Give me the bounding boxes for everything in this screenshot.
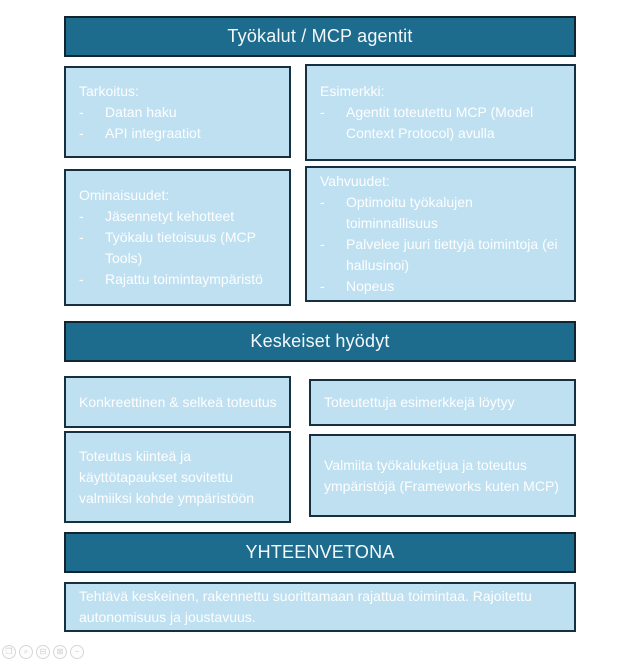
section-header-tools-label: Työkalut / MCP agentit — [227, 26, 413, 46]
box-benefit-fixed-implementation: Toteutus kiinteä ja käyttötapaukset sovi… — [64, 431, 291, 523]
section-header-summary: YHTEENVETONA — [64, 532, 576, 573]
bullet-item: -Palvelee juuri tiettyjä toimintoja (ei … — [320, 236, 558, 273]
viewer-toolbar: ❐ ⌕ ⊟ ⊠ − — [2, 645, 84, 659]
box-esimerkki-bullets: -Agentit toteutettu MCP (Model Context P… — [320, 102, 564, 144]
copy-icon[interactable]: ❐ — [2, 645, 16, 659]
box-summary-text: Tehtävä keskeinen, rakennettu suorittama… — [79, 588, 532, 625]
bullet-item: -Nopeus — [320, 278, 395, 294]
section-header-benefits: Keskeiset hyödyt — [64, 321, 576, 362]
box-ominaisuudet-title: Ominaisuudet: — [79, 187, 170, 203]
section-header-benefits-label: Keskeiset hyödyt — [250, 331, 390, 351]
box-benefit-toolchains: Valmiita työkaluketjua ja toteutus ympär… — [309, 434, 576, 517]
section-header-tools: Työkalut / MCP agentit — [64, 16, 576, 57]
bullet-item: -Agentit toteutettu MCP (Model Context P… — [320, 104, 534, 141]
bullet-item: -API integraatiot — [79, 124, 201, 141]
image-box-icon[interactable]: ⊠ — [53, 645, 67, 659]
section-header-summary-label: YHTEENVETONA — [245, 542, 395, 562]
box-benefit-concrete: Konkreettinen & selkeä toteutus — [64, 376, 291, 428]
box-tarkoitus-title: Tarkoitus: — [79, 82, 139, 99]
box-esimerkki: Esimerkki: -Agentit toteutettu MCP (Mode… — [305, 64, 576, 161]
box-summary: Tehtävä keskeinen, rakennettu suorittama… — [64, 582, 576, 632]
minus-icon[interactable]: − — [70, 645, 84, 659]
bullet-item: -Jäsennetyt kehotteet — [79, 208, 235, 224]
box-benefit-concrete-text: Konkreettinen & selkeä toteutus — [79, 393, 277, 410]
box-benefit-examples-text: Toteutettuja esimerkkejä löytyy — [324, 394, 515, 410]
bullet-item: -Rajattu toimintaympäristö — [79, 271, 263, 287]
box-tarkoitus-bullets: -Datan haku -API integraatiot — [79, 102, 279, 144]
box-benefit-fixed-implementation-text: Toteutus kiinteä ja käyttötapaukset sovi… — [79, 447, 255, 506]
box-vahvuudet: Vahvuudet: -Optimoitu työkalujen toiminn… — [305, 166, 576, 302]
box-ominaisuudet: Ominaisuudet: -Jäsennetyt kehotteet -Työk… — [64, 169, 291, 306]
zoom-icon[interactable]: ⌕ — [19, 645, 33, 659]
bullet-item: -Työkalu tietoisuus (MCP Tools) — [79, 229, 256, 266]
box-benefit-toolchains-text: Valmiita työkaluketjua ja toteutus ympär… — [324, 456, 559, 494]
bullet-item: -Optimoitu työkalujen toiminnallisuus — [320, 194, 473, 231]
box-esimerkki-title: Esimerkki: — [320, 83, 385, 99]
bullet-item: -Datan haku — [79, 103, 177, 120]
box-vahvuudet-title: Vahvuudet: — [320, 173, 390, 189]
box-vahvuudet-bullets: -Optimoitu työkalujen toiminnallisuus -Pa… — [320, 192, 564, 297]
box-tarkoitus: Tarkoitus: -Datan haku -API integraatiot — [64, 66, 291, 158]
save-box-icon[interactable]: ⊟ — [36, 645, 50, 659]
box-benefit-examples: Toteutettuja esimerkkejä löytyy — [309, 379, 576, 426]
box-ominaisuudet-bullets: -Jäsennetyt kehotteet -Työkalu tietoisuus… — [79, 206, 279, 290]
